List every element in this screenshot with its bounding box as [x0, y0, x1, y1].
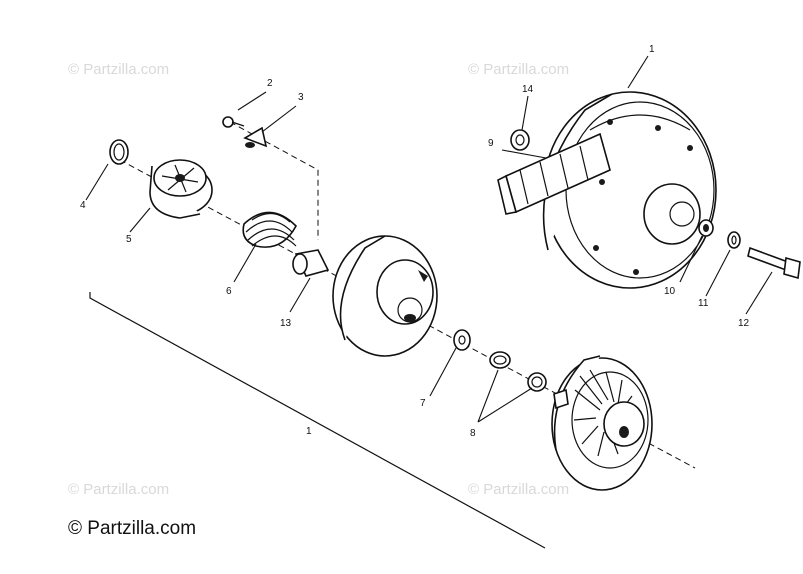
callout-5: 5 [126, 234, 132, 245]
washer-7 [453, 329, 471, 351]
leader-1-top [627, 55, 649, 89]
leader-14 [521, 95, 529, 131]
leader-3 [261, 105, 297, 133]
leader-10 [679, 235, 703, 283]
callout-1-top: 1 [649, 44, 655, 55]
washers-8 [489, 351, 547, 392]
small-bolt [222, 116, 245, 128]
leader-8 [477, 369, 533, 423]
leader-5 [129, 207, 151, 233]
callout-8: 8 [470, 428, 476, 439]
washer-14 [510, 129, 530, 151]
callout-12: 12 [738, 318, 750, 329]
watermark-top-left: © Partzilla.com [68, 61, 169, 78]
leader-11 [705, 249, 731, 297]
callout-2: 2 [267, 78, 273, 89]
watermark-top-right: © Partzilla.com [468, 61, 569, 78]
lock-washer-11 [727, 231, 741, 249]
drive-shaft [497, 132, 611, 215]
callout-14: 14 [522, 84, 534, 95]
callout-3: 3 [298, 92, 304, 103]
leader-4 [85, 163, 109, 201]
movable-sheave [332, 235, 438, 357]
leader-7 [429, 347, 457, 397]
assembly-bracket-line [89, 292, 546, 549]
callout-11: 11 [698, 298, 709, 309]
callout-9: 9 [488, 138, 494, 149]
cap-button [243, 126, 268, 148]
watermark-bottom-left: © Partzilla.com [68, 481, 169, 498]
bushing [292, 249, 330, 277]
copyright-text: © Partzilla.com [68, 518, 196, 539]
spring [242, 211, 297, 248]
snap-ring [109, 139, 129, 165]
callout-13: 13 [280, 318, 292, 329]
clutch-drum [542, 91, 717, 289]
callout-7: 7 [420, 398, 426, 409]
bolt-12 [747, 246, 801, 280]
leader-6 [233, 243, 257, 283]
leader-12 [745, 271, 773, 315]
watermark-bottom-right: © Partzilla.com [468, 481, 569, 498]
fixed-sheave [551, 355, 653, 491]
leader-2 [237, 91, 267, 111]
leader-9 [501, 149, 547, 159]
spider-cam [149, 159, 213, 219]
leader-13 [289, 277, 311, 313]
callout-1-bottom: 1 [306, 426, 312, 437]
callout-10: 10 [664, 286, 676, 297]
callout-4: 4 [80, 200, 86, 211]
callout-6: 6 [226, 286, 232, 297]
washer-10 [698, 219, 714, 237]
